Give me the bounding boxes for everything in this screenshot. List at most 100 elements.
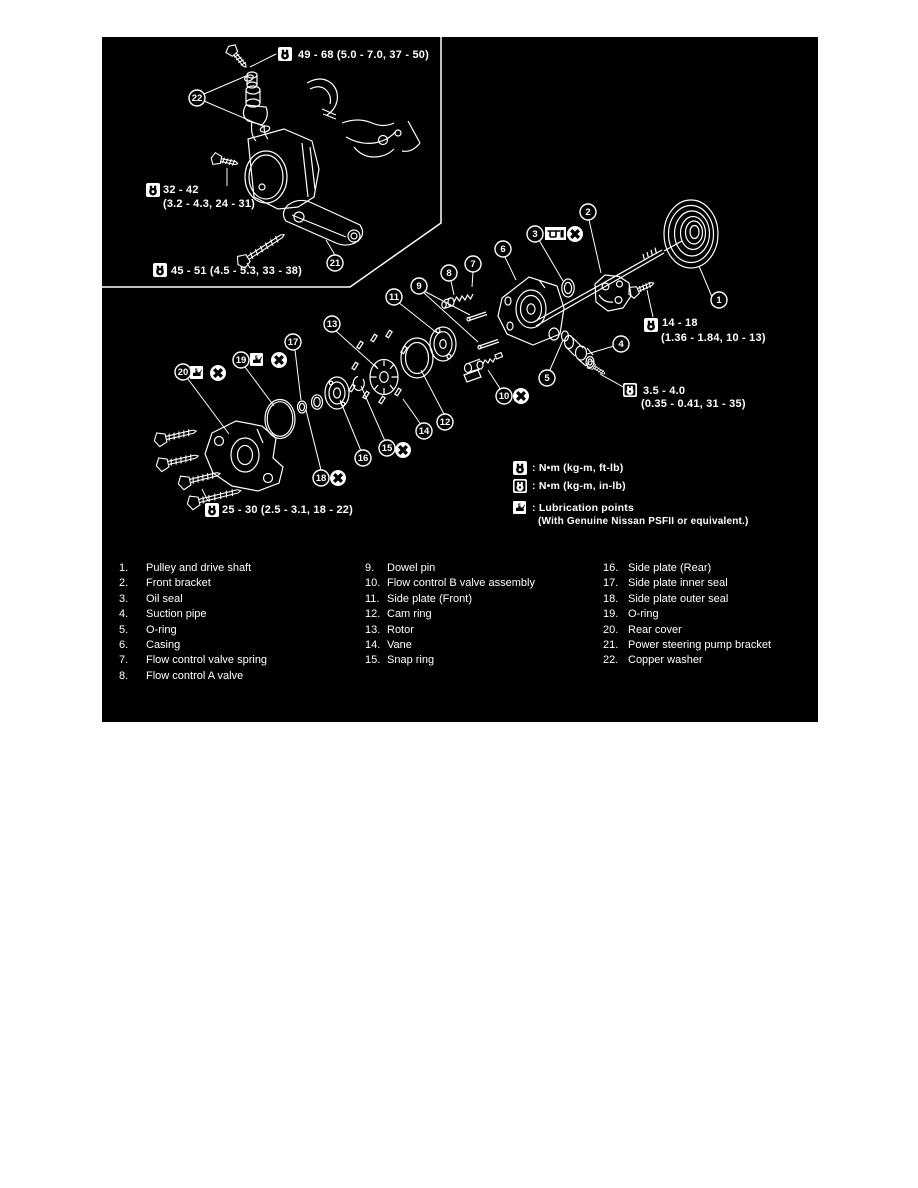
parts-list-item: 14.Vane [365,638,412,653]
part-number: 16. [603,562,619,574]
part-number: 21. [603,639,619,651]
callout-9: 9 [410,277,428,295]
parts-list-item: 17.Side plate inner seal [603,576,728,591]
casing [497,276,565,346]
callout-number: 14 [419,426,430,437]
part-number: 15. [365,654,381,667]
part-name: Side plate (Front) [387,592,472,605]
part-number: 8. [119,669,129,682]
callout-15: 15 [378,439,396,457]
callout-number: 4 [618,339,624,350]
parts-list-item: 3.Oil seal [119,592,183,607]
inset-hose [306,78,338,116]
cover-bolt [152,423,199,449]
part-name: Side plate inner seal [628,577,728,590]
legend-text: : Lubrication points [532,502,634,514]
part-name: Snap ring [387,654,435,667]
part-name: Flow control B valve assembly [387,577,535,590]
callout-8: 8 [440,264,458,282]
part-name: Suction pipe [146,608,207,621]
parts-list-item: 19.O-ring [603,607,659,622]
callout-number: 19 [236,355,247,366]
part-name: Flow control valve spring [146,654,268,667]
parts-list-item: 9.Dowel pin [365,561,435,576]
legend-text: : N•m (kg-m, ft-lb) [532,462,623,474]
do-not-reuse-icon [565,224,585,244]
dowel-pins [466,311,500,350]
part-name: Vane [387,639,412,651]
inset-bolt-left [209,151,240,171]
callout-5: 5 [538,369,556,387]
drive-shaft [533,249,665,327]
torque-in-lb-icon [623,383,637,397]
callout-number: 1 [716,295,722,306]
lubrication-icon [249,352,264,367]
parts-list-item: 4. Suction pipe [119,607,207,622]
callout-number: 12 [440,417,451,428]
torque-label: 14 - 18(1.36 - 1.84, 10 - 13) [644,317,766,344]
copper-washer-a [244,74,254,82]
part-name: Cam ring [387,608,432,621]
callout-number: 6 [500,244,505,255]
part-number: 13. [365,623,381,636]
side-plate-inner-seal [296,400,308,414]
torque-label-text: 32 - 42 [163,184,199,196]
callout-12: 12 [436,413,454,431]
part-name: Flow control A valve [146,669,244,682]
part-number: 18. [603,592,619,605]
parts-list-item: 8. Flow control A valve [119,669,243,684]
callout-number: 9 [416,281,421,292]
part-name: Side plate outer seal [628,592,729,605]
side-plate-rear [324,376,350,410]
part-name: O-ring [628,608,659,621]
do-not-reuse-icon [511,386,531,406]
do-not-reuse-icon [208,363,228,383]
callout-number: 10 [499,391,510,402]
line-art [102,37,719,512]
callout-18: 18 [312,469,330,487]
torque-ft-lb-icon [205,503,219,517]
exploded-diagram: 49 - 68 (5.0 - 7.0, 37 - 50) 32 - 42 (3.2 … [102,37,766,527]
torque-label-text: 45 - 51 (4.5 - 5.3, 33 - 38) [171,265,302,277]
flow-control-a-valve [441,297,455,309]
callout-number: 17 [288,337,299,348]
part-number: 1. [119,562,129,574]
part-number: 3. [119,592,129,605]
callout-number: 11 [389,292,400,303]
torque-label-text: (0.35 - 0.41, 31 - 35) [641,398,746,410]
callout-number: 2 [585,207,590,218]
callout-19: 19 [232,351,250,369]
callout-3: 3 [526,225,544,243]
callout-14: 14 [415,422,433,440]
part-name: Pulley and drive shaft [146,562,252,574]
part-number: 4. [119,608,129,621]
part-number: 6. [119,639,129,651]
callout-number: 18 [316,473,327,484]
callout-number: 21 [330,258,341,269]
side-plate-outer-seal [310,394,324,410]
inset-pump-body [247,128,320,210]
torque-label-text: 49 - 68 (5.0 - 7.0, 37 - 50) [298,49,429,61]
part-number: 22. [603,654,619,667]
callout-13: 13 [323,315,341,333]
callout-21: 21 [326,254,344,272]
callout-4: 4 [612,335,630,353]
part-name: Power steering pump bracket [628,639,772,651]
parts-list-item: 12.Cam ring [365,607,432,622]
part-number: 5. [119,623,129,636]
do-not-reuse-icon [393,440,413,460]
part-name: Rotor [387,623,414,636]
figure-panel: 49 - 68 (5.0 - 7.0, 37 - 50) 32 - 42 (3.2 … [102,37,818,722]
legend-row: : N•m (kg-m, in-lb) [513,479,626,493]
flow-control-spring [453,293,474,303]
cover-bolt [154,448,201,474]
oil-seal [561,278,575,298]
torque-label-text: (3.2 - 4.3, 24 - 31) [163,198,255,210]
callout-number: 22 [192,93,203,104]
parts-list-item: 7.Flow control valve spring [119,653,267,668]
legend-in-icon [513,479,527,493]
torque-ft-lb-icon [644,318,658,332]
callout-number: 3 [532,229,537,240]
torque-label-text: 25 - 30 (2.5 - 3.1, 18 - 22) [222,504,353,516]
